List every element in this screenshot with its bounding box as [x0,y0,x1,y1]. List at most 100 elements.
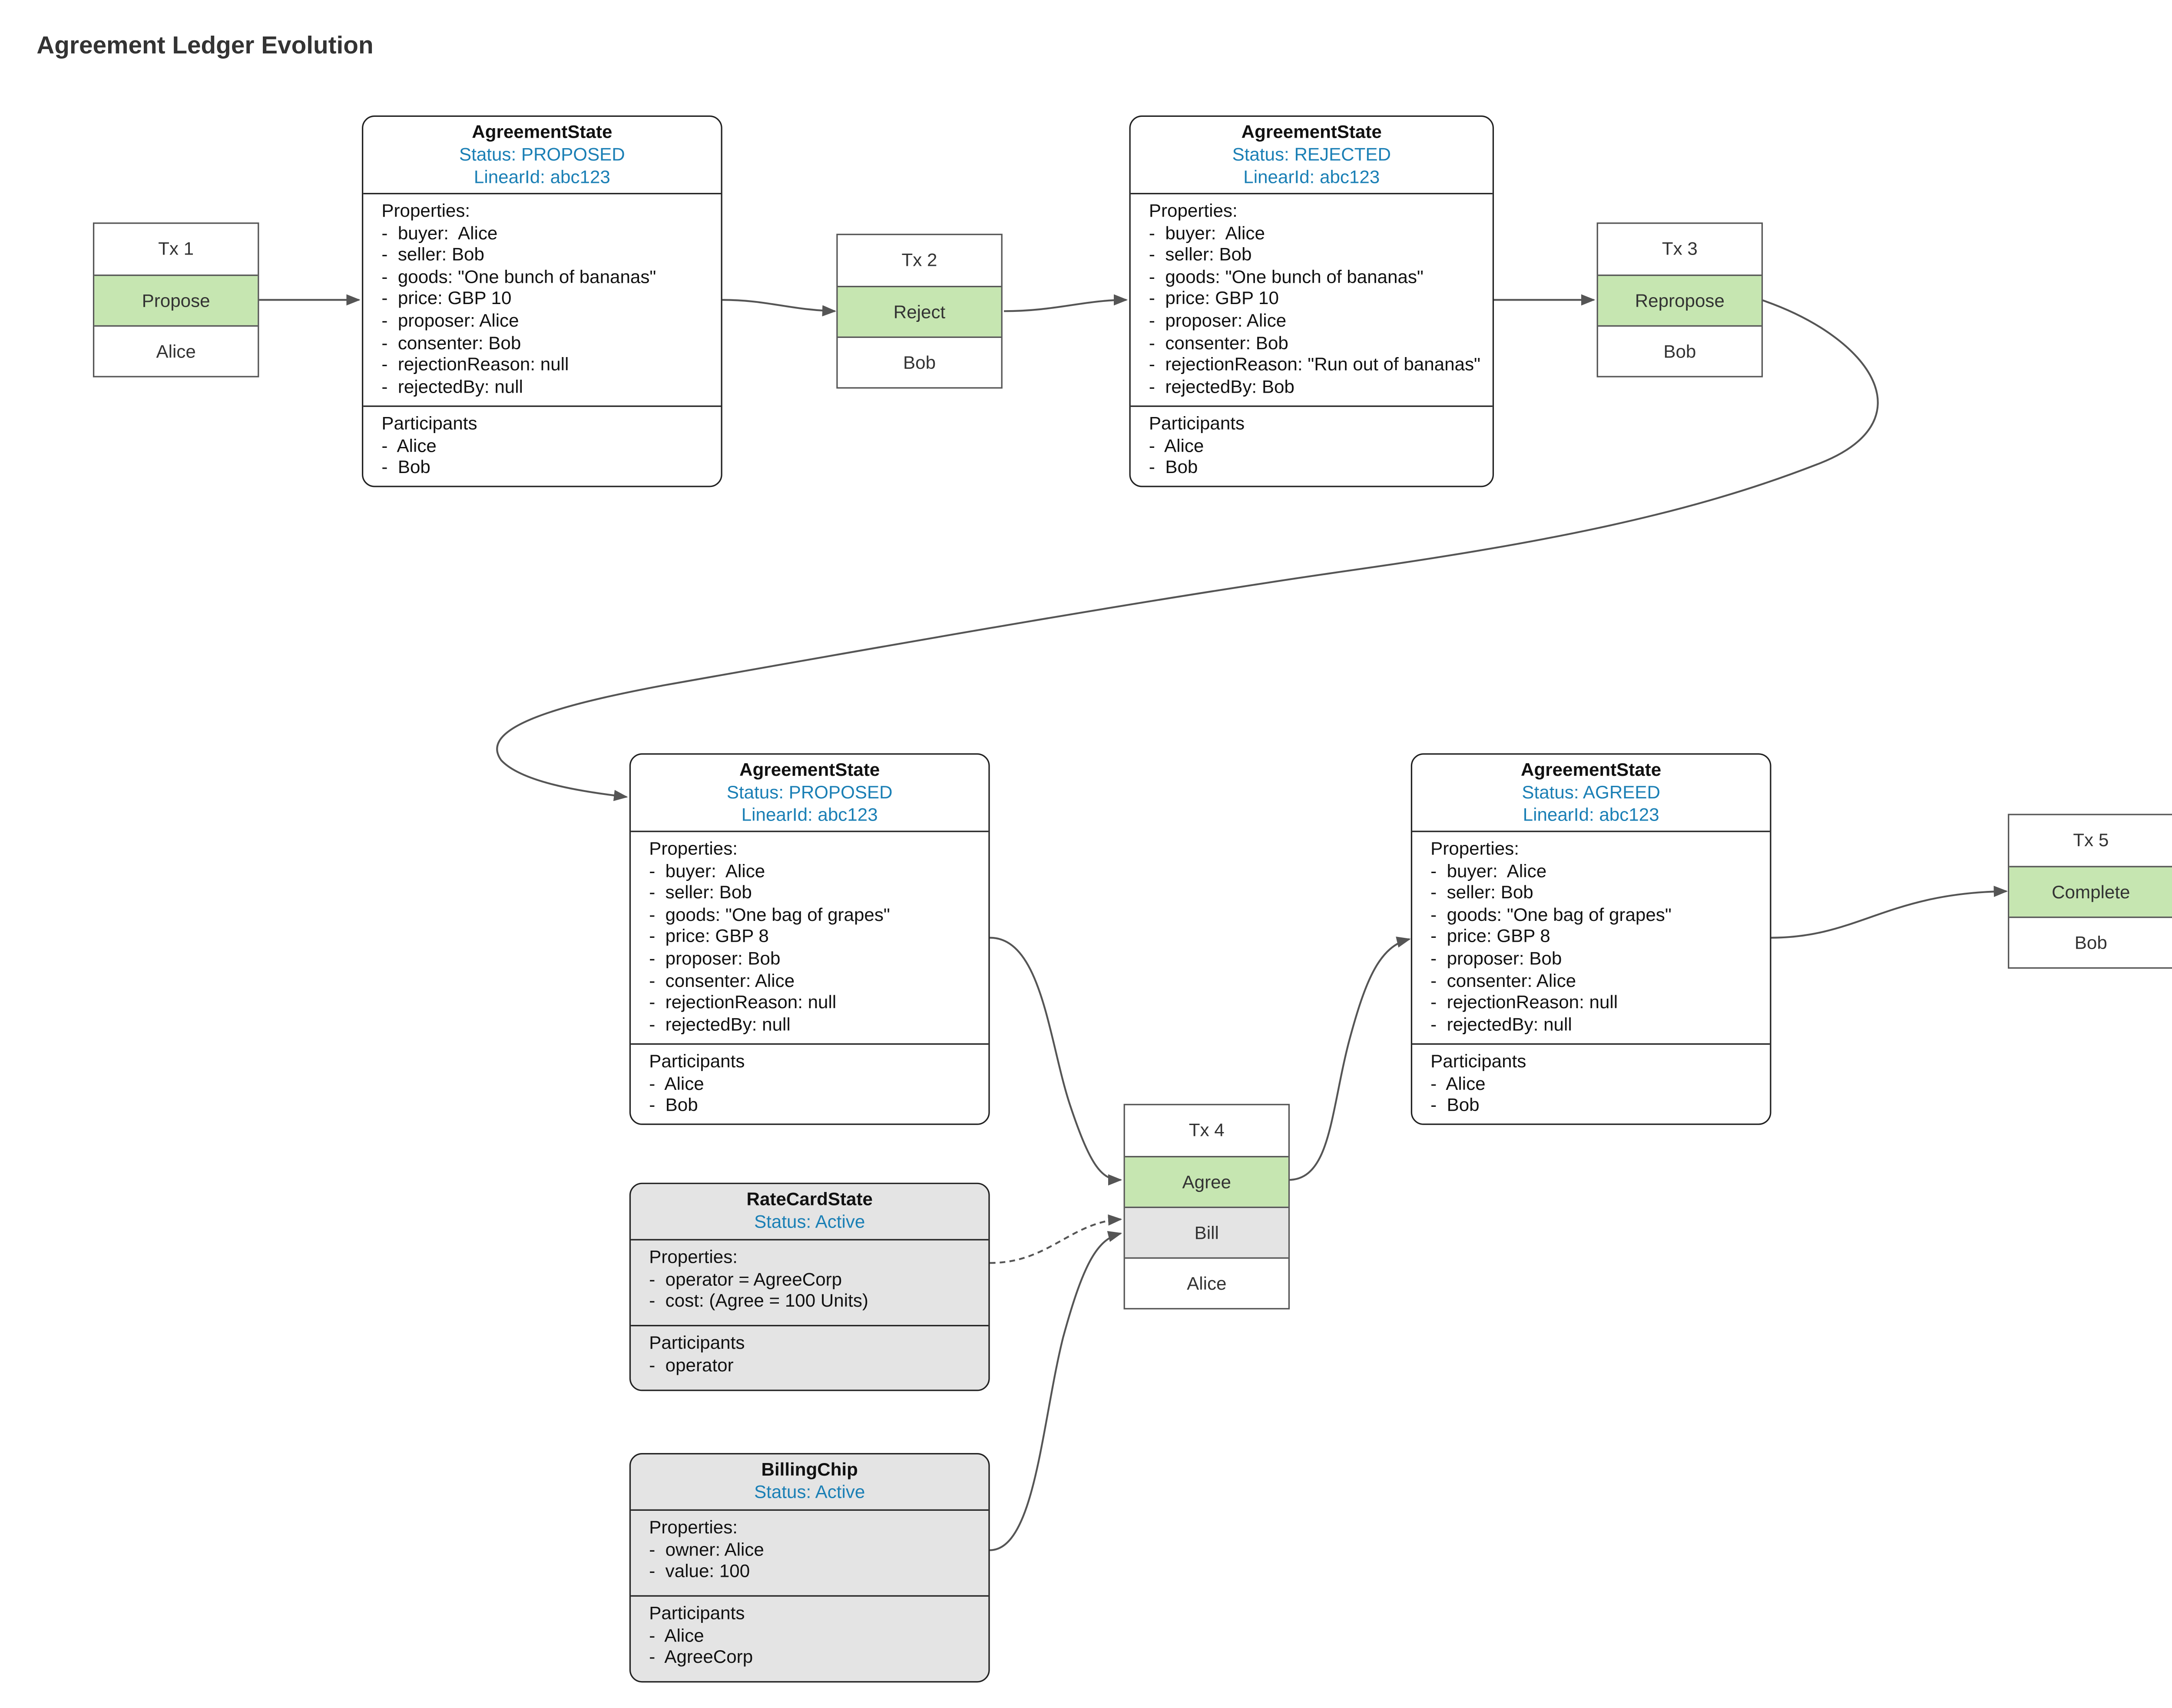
participants-label: Participants [1149,412,1245,434]
property-item: - proposer: Alice [1149,309,1287,331]
state-participants: Participants - Alice - Bob [1131,407,1493,479]
tx-3-signer: Bob [1598,325,1761,376]
property-item: - goods: "One bag of grapes" [649,904,890,925]
participant-item: - Alice [649,1624,704,1645]
billingchip-state[interactable]: BillingChip Status: Active Properties: -… [629,1453,990,1683]
state-header: AgreementState Status: REJECTED LinearId… [1130,117,1493,195]
tx-5-signer: Bob [2009,917,2172,967]
property-item: - rejectedBy: null [381,375,523,397]
property-item: - rejectedBy: Bob [1149,375,1295,397]
property-item: - operator = AgreeCorp [649,1268,842,1289]
property-item: - price: GBP 10 [381,288,512,309]
tx-4-label: Tx 4 [1189,1119,1225,1141]
tx-1-label: Tx 1 [158,238,194,259]
tx-4-bill-command[interactable]: Bill [1125,1206,1288,1258]
state-status: Status: REJECTED [1232,143,1391,165]
state-name: AgreementState [1241,121,1382,142]
state-header: AgreementState Status: AGREED LinearId: … [1412,755,1770,832]
tx-2-signer: Bob [838,336,1001,387]
state-participants: Participants - operator [631,1326,988,1376]
tx-5-command[interactable]: Complete [2009,866,2172,917]
participant-item: - Bob [649,1094,698,1115]
participant-item: - Alice [649,1072,704,1094]
state-properties: Properties: - owner: Alice - value: 100 [631,1511,989,1597]
tx-2-command[interactable]: Reject [838,285,1001,337]
property-item: - proposer: Bob [649,947,781,969]
property-item: - rejectedBy: null [1430,1013,1572,1035]
tx-5-box[interactable]: Tx 5 Complete Bob [2008,814,2172,969]
edge-proposed-state-to-tx2 [722,299,837,317]
tx-1-box[interactable]: Tx 1 Propose Alice [93,222,259,377]
tx-5-label: Tx 5 [2073,829,2109,851]
participant-item: - operator [649,1354,734,1375]
edge-billingchip-to-tx4 [990,1231,1122,1551]
state-status: Status: AGREED [1522,781,1660,802]
property-item: - proposer: Bob [1430,947,1562,969]
property-item: - owner: Alice [649,1538,764,1560]
property-item: - rejectedBy: null [649,1013,791,1035]
state-properties: Properties: - operator = AgreeCorp - cos… [631,1241,989,1327]
agreement-state-agreed[interactable]: AgreementState Status: AGREED LinearId: … [1410,753,1771,1125]
property-item: - value: 100 [649,1560,750,1582]
participants-label: Participants [649,1602,745,1624]
properties-label: Properties: [1430,837,1519,859]
participants-label: Participants [649,1332,745,1353]
property-item: - buyer: Alice [649,860,765,881]
participant-item: - Alice [1430,1072,1486,1094]
edge-tx4-to-agreed-state [1288,937,1411,1181]
edge-ratecard-to-tx4 [990,1214,1122,1264]
tx-2-box[interactable]: Tx 2 Reject Bob [836,234,1003,389]
participant-item: - Bob [1149,456,1198,478]
participant-item: - Alice [381,434,437,456]
property-item: - seller: Bob [1149,244,1252,265]
property-item: - price: GBP 8 [1430,925,1550,947]
tx-1-signer: Alice [94,325,258,376]
tx-4-box[interactable]: Tx 4 Agree Bill Alice [1123,1104,1290,1310]
tx-4-command[interactable]: Agree [1125,1156,1288,1207]
state-linear-id: LinearId: abc123 [1523,803,1659,825]
property-item: - goods: "One bunch of bananas" [381,265,656,287]
state-properties: Properties: - buyer: Alice - seller: Bob… [1412,832,1770,1045]
tx-2-label: Tx 2 [901,249,937,271]
property-item: - consenter: Bob [381,331,521,353]
property-item: - price: GBP 10 [1149,288,1279,309]
property-item: - seller: Bob [1430,881,1533,903]
state-participants: Participants - Alice - AgreeCorp [631,1597,988,1668]
state-properties: Properties: - buyer: Alice - seller: Bob… [1130,194,1493,407]
tx-3-label: Tx 3 [1662,238,1698,259]
agreement-state-proposed-grapes[interactable]: AgreementState Status: PROPOSED LinearId… [629,753,990,1125]
properties-label: Properties: [381,200,470,221]
edge-agreed-state-to-tx5 [1771,886,2008,939]
property-item: - goods: "One bag of grapes" [1430,904,1672,925]
property-item: - rejectionReason: null [381,354,569,375]
state-linear-id: LinearId: abc123 [1243,166,1380,187]
edge-tx3-to-reproposed-state [496,299,1879,801]
tx-1-command[interactable]: Propose [94,275,258,325]
state-name: AgreementState [1521,759,1662,780]
state-name: BillingChip [761,1458,858,1480]
state-status: Status: PROPOSED [459,143,625,165]
property-item: - rejectionReason: null [1430,991,1618,1013]
tx-3-box[interactable]: Tx 3 Repropose Bob [1596,222,1763,377]
participants-label: Participants [381,412,477,434]
state-participants: Participants - Alice - Bob [363,407,721,479]
agreement-state-proposed-bananas[interactable]: AgreementState Status: PROPOSED LinearId… [362,115,722,487]
property-item: - consenter: Alice [649,969,795,991]
ratecard-state[interactable]: RateCardState Status: Active Properties:… [629,1182,990,1391]
property-item: - buyer: Alice [1430,860,1547,881]
edge-reproposed-state-to-tx4 [990,937,1122,1186]
participant-item: - Bob [381,456,430,478]
agreement-state-rejected[interactable]: AgreementState Status: REJECTED LinearId… [1129,115,1494,487]
property-item: - proposer: Alice [381,309,519,331]
state-participants: Participants - Alice - Bob [631,1045,988,1116]
property-item: - rejectionReason: null [649,991,837,1013]
participants-label: Participants [649,1050,745,1072]
tx-3-command[interactable]: Repropose [1598,275,1761,325]
state-header: RateCardState Status: Active [631,1184,989,1241]
property-item: - price: GBP 8 [649,925,769,947]
state-name: AgreementState [739,759,880,780]
property-item: - seller: Bob [649,881,752,903]
property-item: - consenter: Bob [1149,331,1288,353]
state-linear-id: LinearId: abc123 [473,166,610,187]
